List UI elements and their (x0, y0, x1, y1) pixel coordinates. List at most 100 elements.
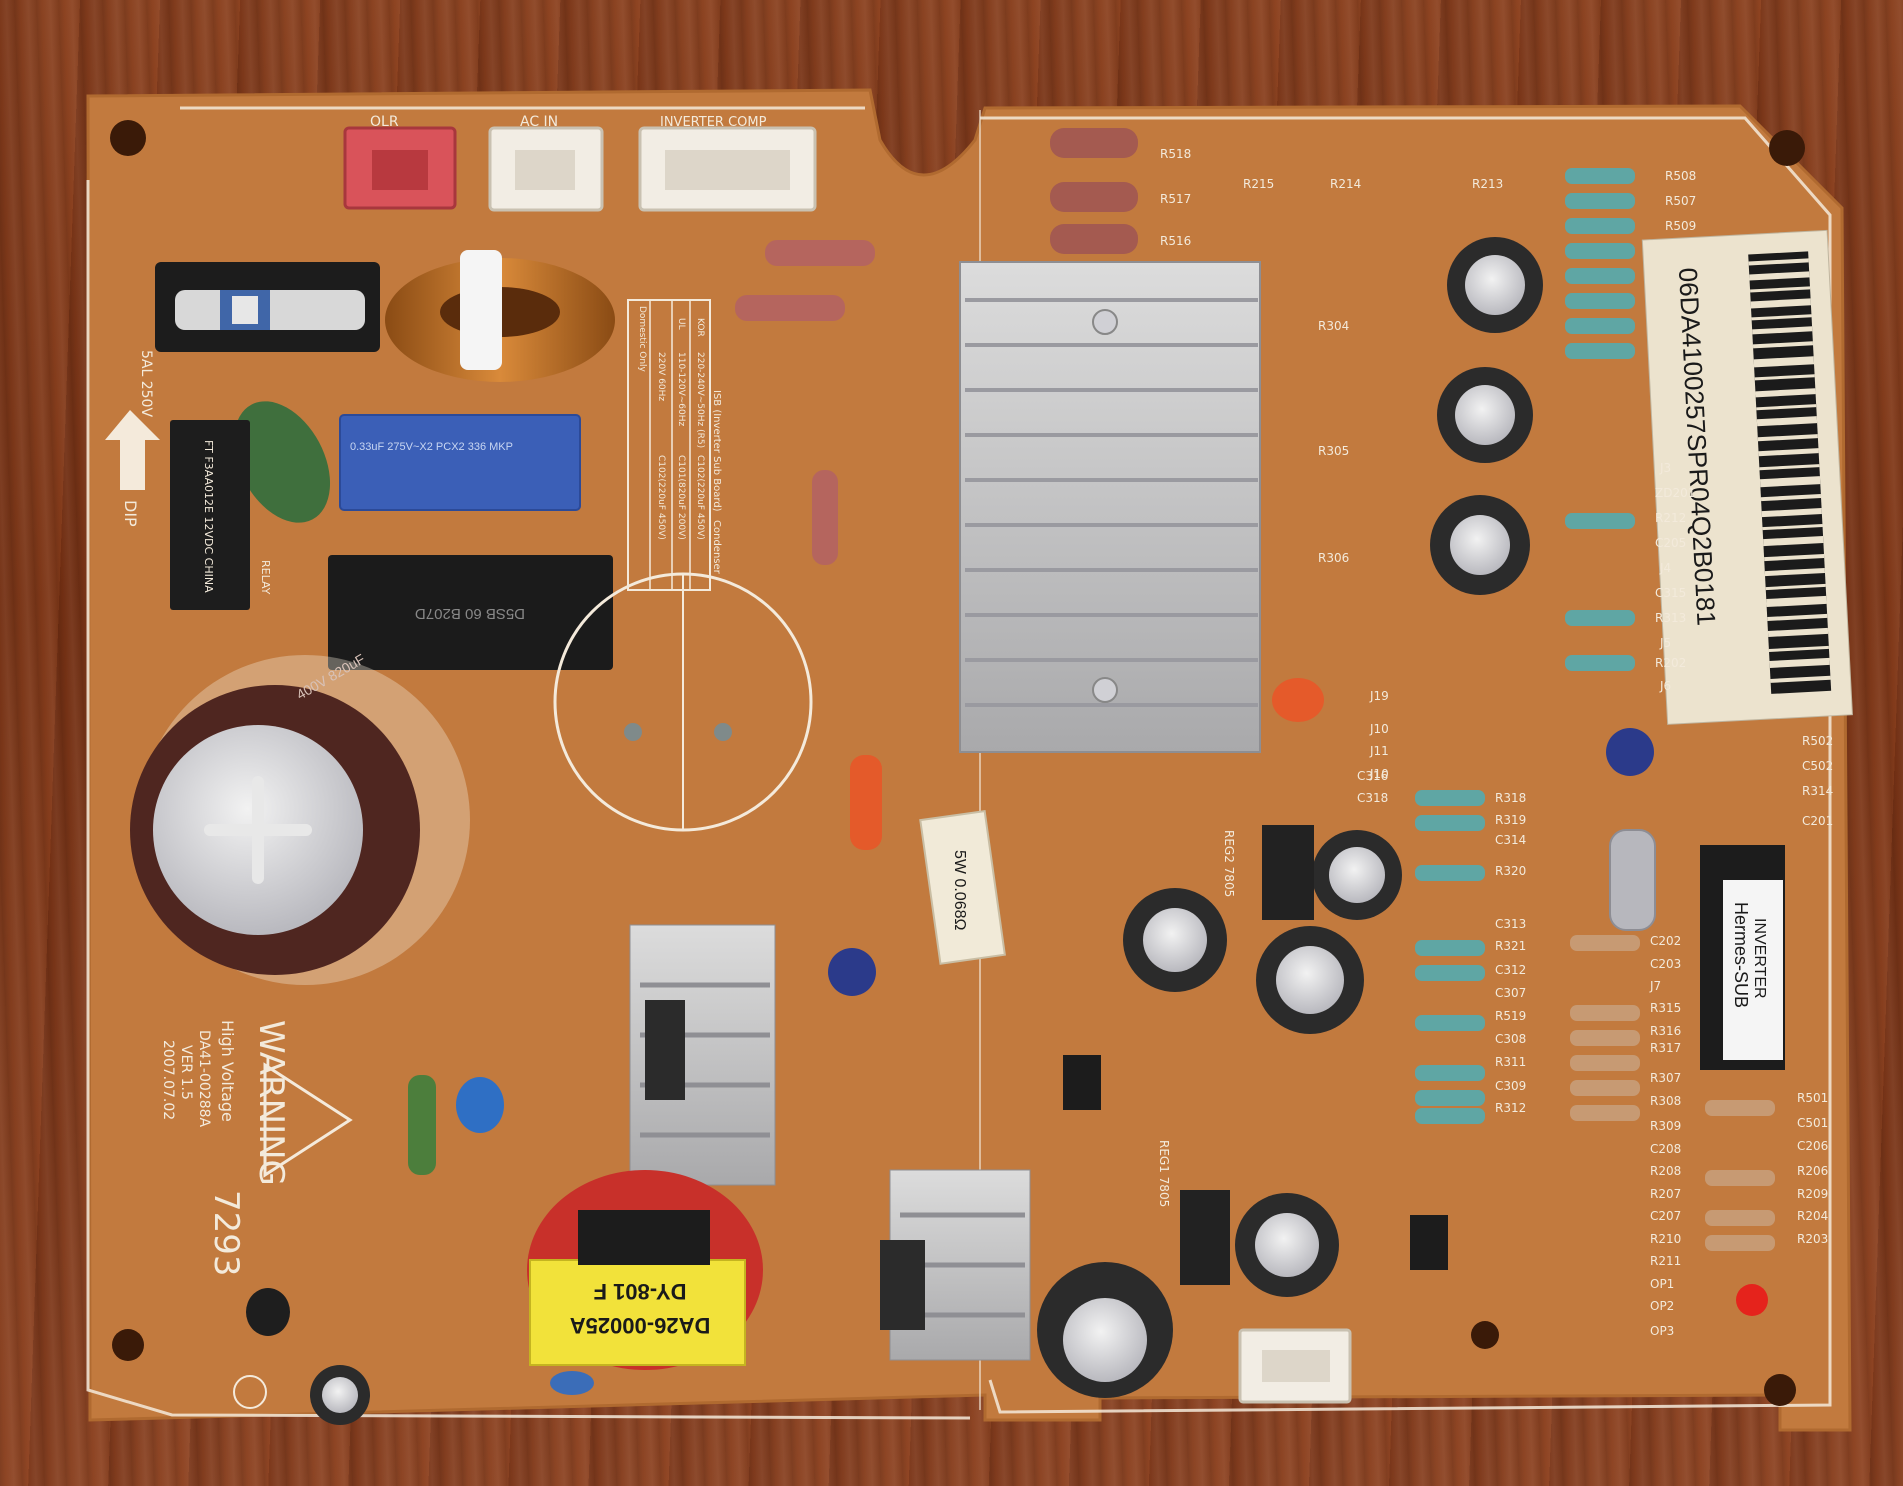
svg-text:R309: R309 (1650, 1119, 1681, 1133)
svg-text:R308: R308 (1650, 1094, 1681, 1108)
svg-text:DA26-00025A: DA26-00025A (570, 1313, 711, 1338)
silkscreen-labels-right: R508 R507 R509 J3 ZD201 R212 C205 J4 C31… (1649, 169, 1833, 1338)
svg-text:R317: R317 (1650, 1041, 1681, 1055)
svg-text:C102(220uF 450V): C102(220uF 450V) (695, 455, 705, 540)
transistor-q101 (246, 1288, 290, 1336)
svg-text:220V 60Hz: 220V 60Hz (656, 352, 666, 401)
relay: FT F3AA012E 12VDC CHINA RELAY (170, 420, 272, 610)
orange-capacitor-ic2 (1272, 678, 1324, 722)
svg-text:KOR: KOR (695, 318, 705, 337)
svg-text:C314: C314 (1495, 833, 1526, 847)
y-capacitor (456, 1077, 504, 1133)
bulk-capacitor: 400V 820uF (130, 651, 470, 985)
ic1-microcontroller: Hermes-SUB INVERTER (1700, 845, 1785, 1070)
svg-text:UL: UL (676, 318, 686, 330)
svg-text:INVERTER COMP: INVERTER COMP (660, 115, 767, 130)
svg-text:C312: C312 (1495, 963, 1526, 977)
svg-text:0.33uF 275V~X2 PCX2 336 MKP: 0.33uF 275V~X2 PCX2 336 MKP (350, 441, 513, 453)
cn04-connector (1238, 1328, 1352, 1404)
switching-transformer: DY-801 F DA26-00025A (527, 1170, 763, 1395)
mounting-hole (1764, 1374, 1796, 1406)
svg-text:R305: R305 (1318, 444, 1349, 458)
x-capacitor: 0.33uF 275V~X2 PCX2 336 MKP (339, 414, 581, 511)
svg-text:VER 1.5: VER 1.5 (178, 1045, 194, 1100)
isb-spec-table: ISB (Inverter Sub Board) 220-240V~50Hz (… (627, 299, 722, 591)
svg-text:C308: C308 (1495, 1032, 1526, 1046)
svg-text:R206: R206 (1797, 1164, 1828, 1178)
svg-text:C203: C203 (1650, 957, 1681, 971)
svg-text:R211: R211 (1650, 1254, 1681, 1268)
c101-footprint (553, 572, 813, 832)
svg-text:REG2 7805: REG2 7805 (1222, 830, 1236, 897)
svg-text:R501: R501 (1797, 1091, 1828, 1105)
svg-text:ISB (Inverter Sub Board): ISB (Inverter Sub Board) (711, 390, 722, 512)
svg-text:R315: R315 (1650, 1001, 1681, 1015)
svg-text:ZD201: ZD201 (1655, 486, 1695, 500)
svg-text:220-240V~50Hz (R5): 220-240V~50Hz (R5) (695, 352, 705, 448)
svg-text:7293: 7293 (206, 1190, 246, 1277)
barcode-sticker: 06DA4100257SPR04Q2B0181 (1641, 229, 1853, 725)
svg-text:110-120V~60Hz: 110-120V~60Hz (676, 352, 686, 427)
svg-text:C206: C206 (1797, 1139, 1828, 1153)
svg-text:5AL 250V: 5AL 250V (138, 350, 154, 417)
dip-arrow: DIP (105, 410, 160, 527)
svg-text:D5SB 60 B207D: D5SB 60 B207D (415, 605, 525, 622)
svg-text:R215: R215 (1243, 177, 1274, 191)
svg-text:5W 0.068Ω: 5W 0.068Ω (951, 850, 968, 930)
svg-text:Domestic Only: Domestic Only (637, 306, 647, 373)
silkscreen-labels-top: R518 R517 R516 R215 R214 R213 R304 R305 … (1160, 147, 1503, 781)
mounting-hole (1769, 130, 1805, 166)
svg-text:R306: R306 (1318, 551, 1349, 565)
optocoupler-pc101 (1410, 1215, 1448, 1270)
svg-text:R321: R321 (1495, 939, 1526, 953)
svg-text:R318: R318 (1495, 791, 1526, 805)
svg-text:INVERTER: INVERTER (1751, 918, 1768, 999)
svg-text:DA41-00288A: DA41-00288A (196, 1030, 212, 1128)
svg-text:R517: R517 (1160, 192, 1191, 206)
green-inductor (408, 1075, 436, 1175)
svg-text:C201: C201 (1802, 814, 1833, 828)
svg-text:C502: C502 (1802, 759, 1833, 773)
svg-text:R320: R320 (1495, 864, 1526, 878)
svg-text:AC IN: AC IN (520, 114, 558, 130)
ac-in-connector: AC IN (488, 114, 604, 212)
varistor (233, 401, 331, 523)
orange-capacitor-c319 (850, 755, 882, 850)
svg-text:OP3: OP3 (1650, 1324, 1674, 1338)
svg-text:C318: C318 (1357, 791, 1388, 805)
svg-text:C202: C202 (1650, 934, 1681, 948)
svg-text:C313: C313 (1495, 917, 1526, 931)
svg-text:WARNING: WARNING (251, 1020, 291, 1186)
svg-text:R507: R507 (1665, 194, 1696, 208)
svg-text:2007.07.02: 2007.07.02 (160, 1040, 176, 1120)
svg-text:R502: R502 (1802, 734, 1833, 748)
warning-block: WARNING High Voltage DA41-00288A VER 1.5… (160, 1020, 353, 1277)
svg-text:R518: R518 (1160, 147, 1191, 161)
svg-text:R209: R209 (1797, 1187, 1828, 1201)
silkscreen-labels-mid: C316 C318 R318 R319 C314 R320 C313 R321 … (1357, 769, 1526, 1115)
optocoupler-pc102 (1063, 1055, 1101, 1110)
svg-text:RELAY: RELAY (259, 560, 272, 595)
svg-text:J11: J11 (1369, 744, 1389, 758)
svg-text:J10: J10 (1369, 722, 1389, 736)
svg-text:R207: R207 (1650, 1187, 1681, 1201)
inverter-comp-connector: INVERTER COMP (638, 115, 817, 212)
regulators: REG2 7805 REG1 7805 (1157, 825, 1314, 1285)
svg-text:J5: J5 (1659, 636, 1671, 650)
svg-text:R212: R212 (1655, 511, 1686, 525)
svg-text:R509: R509 (1665, 219, 1696, 233)
small-heatsink-left (629, 924, 776, 1186)
svg-text:C316: C316 (1357, 769, 1388, 783)
svg-text:J7: J7 (1649, 979, 1661, 993)
resistor-ladder-right (1415, 168, 1635, 1124)
svg-text:R508: R508 (1665, 169, 1696, 183)
svg-text:OP1: OP1 (1650, 1277, 1674, 1291)
svg-text:High Voltage: High Voltage (218, 1020, 237, 1122)
svg-text:R213: R213 (1472, 177, 1503, 191)
svg-text:R208: R208 (1650, 1164, 1681, 1178)
toroid-inductor (385, 250, 615, 382)
power-resistor-5w: 5W 0.068Ω (919, 809, 1006, 965)
svg-text:R316: R316 (1650, 1024, 1681, 1038)
svg-text:C309: C309 (1495, 1079, 1526, 1093)
svg-text:C315: C315 (1655, 586, 1686, 600)
